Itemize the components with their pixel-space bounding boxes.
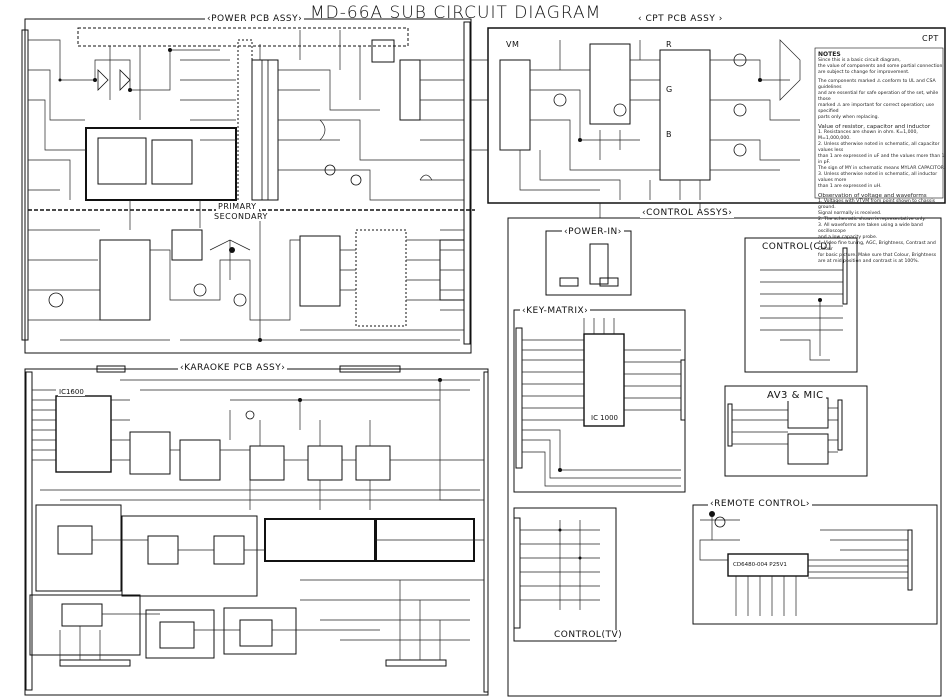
remote-control-border bbox=[692, 504, 938, 625]
section-title-control-assys: ‹CONTROL ASSYS› bbox=[640, 208, 735, 218]
section-title-power-pcb: ‹POWER PCB ASSY› bbox=[205, 14, 305, 24]
resistor-line: 3. Unless otherwise noted in schematic, … bbox=[818, 172, 938, 183]
voltage-line: 3. All waveforms are taken using a wide … bbox=[818, 223, 923, 234]
key-matrix-border bbox=[513, 309, 686, 493]
voltage-line: 4. Video fine tuning, AGC, Brightness, C… bbox=[818, 241, 936, 252]
resistor-line: 2. Unless otherwise noted in schematic, … bbox=[818, 142, 940, 153]
key-matrix-ic bbox=[583, 333, 625, 427]
resistor-line: 1. Resistances are shown in ohm. K=1,000… bbox=[818, 130, 918, 141]
secondary-label: SECONDARY bbox=[212, 212, 270, 221]
av3-mic-border bbox=[724, 385, 868, 477]
section-title-key-matrix: ‹KEY-MATRIX› bbox=[520, 306, 591, 316]
voltage-line: 1. Voltages with VTVM from point shown t… bbox=[818, 199, 935, 210]
vm-label: VM bbox=[504, 40, 522, 49]
karaoke-main-ic bbox=[55, 395, 112, 473]
notes-line: parts only when replacing. bbox=[818, 115, 880, 120]
voltage-line: and a low capacity probe. bbox=[818, 235, 878, 240]
section-title-av3-mic: AV3 & MIC bbox=[765, 390, 826, 401]
remote-control-ic bbox=[727, 553, 809, 577]
notes-line: and are essential for safe operation of … bbox=[818, 91, 939, 102]
notes-line: the value of components and some partial… bbox=[818, 64, 943, 69]
cpt-label: CPT bbox=[920, 34, 941, 43]
section-title-cpt-pcb: ‹ CPT PCB ASSY › bbox=[636, 14, 725, 24]
notes-line: are subject to change for improvement. bbox=[818, 70, 910, 75]
control-assys-border bbox=[507, 217, 942, 697]
g-channel-label: G bbox=[664, 85, 675, 94]
notes-border bbox=[814, 47, 944, 199]
key-ic-label: IC 1000 bbox=[590, 414, 619, 422]
notes-block: NOTES Since this is a basic circuit diag… bbox=[818, 52, 946, 265]
resistor-line: than 1 are expressed in uH. bbox=[818, 184, 882, 189]
section-title-power-in: ‹POWER-IN› bbox=[562, 227, 624, 237]
diagram-title: MD-66A SUB CIRCUIT DIAGRAM bbox=[310, 3, 602, 23]
b-channel-label: B bbox=[664, 130, 674, 139]
section-title-karaoke-pcb: ‹KARAOKE PCB ASSY› bbox=[178, 363, 288, 373]
remote-ic-label: CD6480-004 P25V1 bbox=[732, 562, 788, 568]
control-tv-border bbox=[513, 507, 617, 642]
cpt-pcb-border bbox=[487, 27, 946, 204]
notes-heading: NOTES bbox=[818, 51, 841, 58]
primary-label: PRIMARY bbox=[216, 202, 259, 211]
voltage-line: 2. The schematic shown is representative… bbox=[818, 217, 926, 222]
resistor-heading: Value of resistor, capacitor and inducto… bbox=[818, 124, 931, 130]
karaoke-main-ic-label: IC1600 bbox=[58, 388, 85, 396]
voltage-heading: Observation of voltage and waveforms bbox=[818, 193, 927, 199]
voltage-line: for basic picture. Make sure that Colour… bbox=[818, 253, 937, 258]
notes-line: Since this is a basic circuit diagram, bbox=[818, 58, 901, 63]
notes-line: The components marked ⚠ conform to UL an… bbox=[818, 79, 936, 90]
voltage-line: Signal normally is received. bbox=[818, 211, 882, 216]
r-channel-label: R bbox=[664, 40, 675, 49]
notes-line: marked ⚠ are important for correct opera… bbox=[818, 103, 935, 114]
power-pcb-border bbox=[24, 18, 472, 354]
resistor-line: than 1 are expressed in uF and the value… bbox=[818, 154, 945, 165]
resistor-line: The sign of MY in schematic means MYLAR … bbox=[818, 166, 946, 171]
section-title-control-tv: CONTROL(TV) bbox=[552, 630, 625, 640]
voltage-line: are at mid position and contrast is at 1… bbox=[818, 259, 920, 264]
section-title-control-cd: CONTROL(CD) bbox=[760, 242, 834, 252]
control-cd-border bbox=[744, 237, 858, 373]
section-title-remote-control: ‹REMOTE CONTROL› bbox=[708, 499, 812, 509]
